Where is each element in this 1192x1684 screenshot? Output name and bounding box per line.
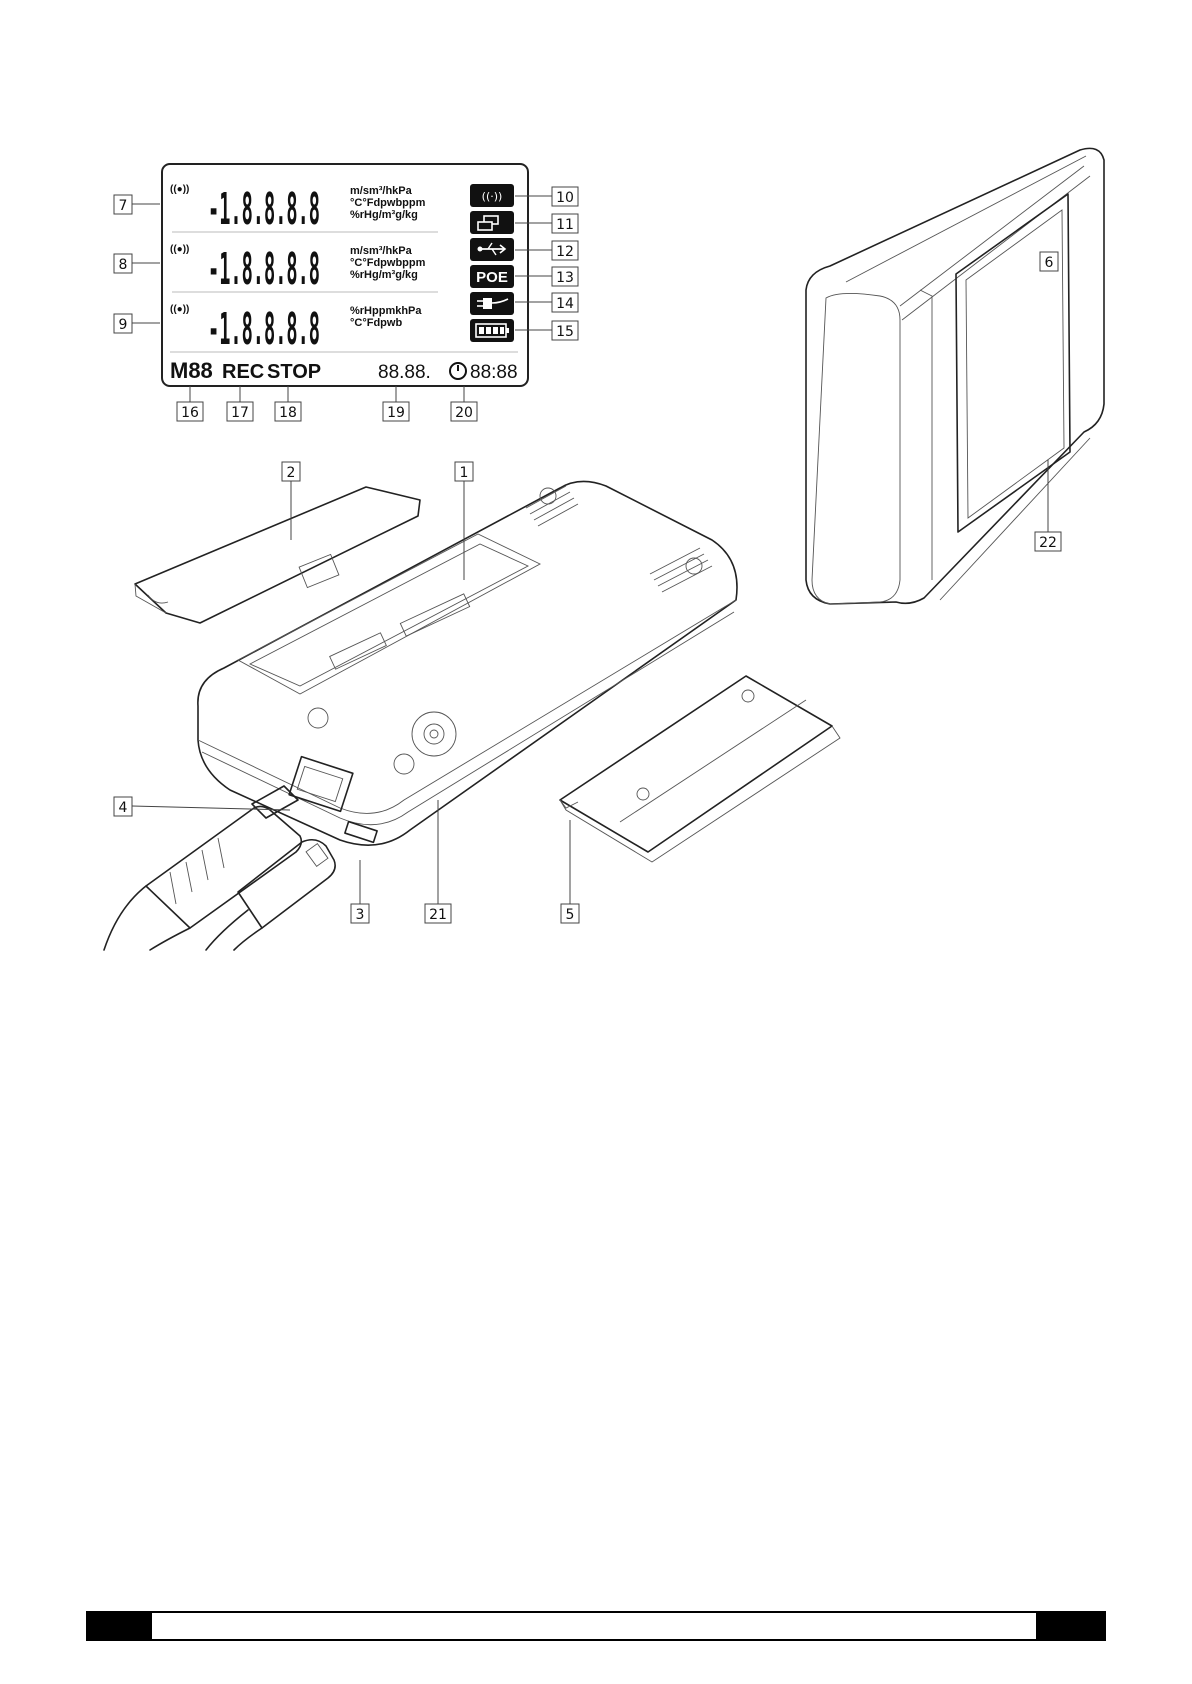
- callout-1-number: 1: [460, 465, 469, 481]
- callout-12-number: 12: [556, 244, 574, 260]
- battery-cover: [135, 487, 420, 623]
- value-row-3: -1.8.8.8.8: [208, 304, 320, 355]
- callout-15-number: 15: [556, 324, 574, 340]
- usb-icon: [470, 238, 514, 261]
- wall-bracket: [560, 676, 840, 862]
- callout-21-number: 21: [429, 907, 447, 923]
- time-display: 88:88: [470, 362, 518, 383]
- cables: [104, 786, 335, 950]
- callout-2: 2: [282, 462, 300, 481]
- callout-9-number: 9: [119, 317, 128, 333]
- callout-11: 11: [552, 214, 578, 233]
- power-plug-icon: [470, 292, 514, 315]
- callout-9: 9: [114, 314, 132, 333]
- network-icon: [470, 211, 514, 234]
- callout-3-number: 3: [356, 907, 365, 923]
- signal-indicator-2: ((●)): [170, 244, 189, 255]
- footer-right-block: [1036, 1613, 1104, 1639]
- housing-body: [198, 481, 737, 845]
- callout-22: 22: [1035, 532, 1061, 551]
- callout-13-number: 13: [556, 270, 574, 286]
- callout-20: 20: [451, 402, 477, 421]
- callout-19-number: 19: [387, 405, 405, 421]
- callout-19: 19: [383, 402, 409, 421]
- callout-7: 7: [114, 195, 132, 214]
- callout-4: 4: [114, 797, 132, 816]
- value-row-2: -1.8.8.8.8: [208, 244, 320, 295]
- callout-20-number: 20: [455, 405, 473, 421]
- memory-indicator: M88: [170, 358, 213, 383]
- rec-indicator: REC: [222, 361, 264, 383]
- poe-icon: POE: [470, 265, 514, 288]
- callout-18: 18: [275, 402, 301, 421]
- callout-10-number: 10: [556, 190, 574, 206]
- units-row-2-line-1: m/sm³/hkPa: [350, 245, 413, 257]
- units-row-1-line-2: °C°Fdpwbppm: [350, 197, 426, 209]
- callout-6: 6: [1040, 252, 1058, 271]
- callout-14-number: 14: [556, 296, 574, 312]
- units-row-3-line-1: %rHppmkhPa: [350, 305, 422, 317]
- callout-21: 21: [425, 904, 451, 923]
- units-row-2-line-2: °C°Fdpwbppm: [350, 257, 426, 269]
- callout-2-number: 2: [287, 465, 296, 481]
- callout-5: 5: [561, 904, 579, 923]
- callout-6-number: 6: [1045, 255, 1054, 271]
- date-display: 88.88.: [378, 362, 431, 383]
- radio-icon-label: ((·)): [482, 190, 503, 203]
- callout-1: 1: [455, 462, 473, 481]
- callout-22-number: 22: [1039, 535, 1057, 551]
- callout-14: 14: [552, 293, 578, 312]
- callout-8: 8: [114, 254, 132, 273]
- callout-15: 15: [552, 321, 578, 340]
- callout-17: 17: [227, 402, 253, 421]
- footer-left-block: [88, 1613, 152, 1639]
- callout-3: 3: [351, 904, 369, 923]
- callout-5-number: 5: [566, 907, 575, 923]
- radio-icon: ((·)): [470, 184, 514, 207]
- value-row-1: -1.8.8.8.8: [208, 184, 320, 235]
- callout-12: 12: [552, 241, 578, 260]
- page-footer-bar: [86, 1611, 1106, 1641]
- stop-indicator: STOP: [267, 361, 321, 383]
- callout-16-number: 16: [181, 405, 199, 421]
- units-row-3-line-2: °C°Fdpwb: [350, 317, 402, 329]
- callout-16: 16: [177, 402, 203, 421]
- battery-icon: [470, 319, 514, 342]
- poe-icon-label: POE: [476, 269, 508, 286]
- callout-17-number: 17: [231, 405, 249, 421]
- callout-4-number: 4: [119, 800, 128, 816]
- callout-18-number: 18: [279, 405, 297, 421]
- units-row-2-line-3: %rHg/m³g/kg: [350, 269, 418, 281]
- callout-10: 10: [552, 187, 578, 206]
- callout-8-number: 8: [119, 257, 128, 273]
- signal-indicator-3: ((●)): [170, 304, 189, 315]
- units-row-1-line-3: %rHg/m³g/kg: [350, 209, 418, 221]
- callout-13: 13: [552, 267, 578, 286]
- device-exploded-view: [135, 481, 737, 845]
- callout-7-number: 7: [119, 198, 128, 214]
- callout-11-number: 11: [556, 217, 574, 233]
- lcd-display: ((●)) -1.8.8.8.8 m/sm³/hkPa °C°Fdpwbppm …: [162, 164, 528, 386]
- units-row-1-line-1: m/sm³/hkPa: [350, 185, 413, 197]
- signal-indicator-1: ((●)): [170, 184, 189, 195]
